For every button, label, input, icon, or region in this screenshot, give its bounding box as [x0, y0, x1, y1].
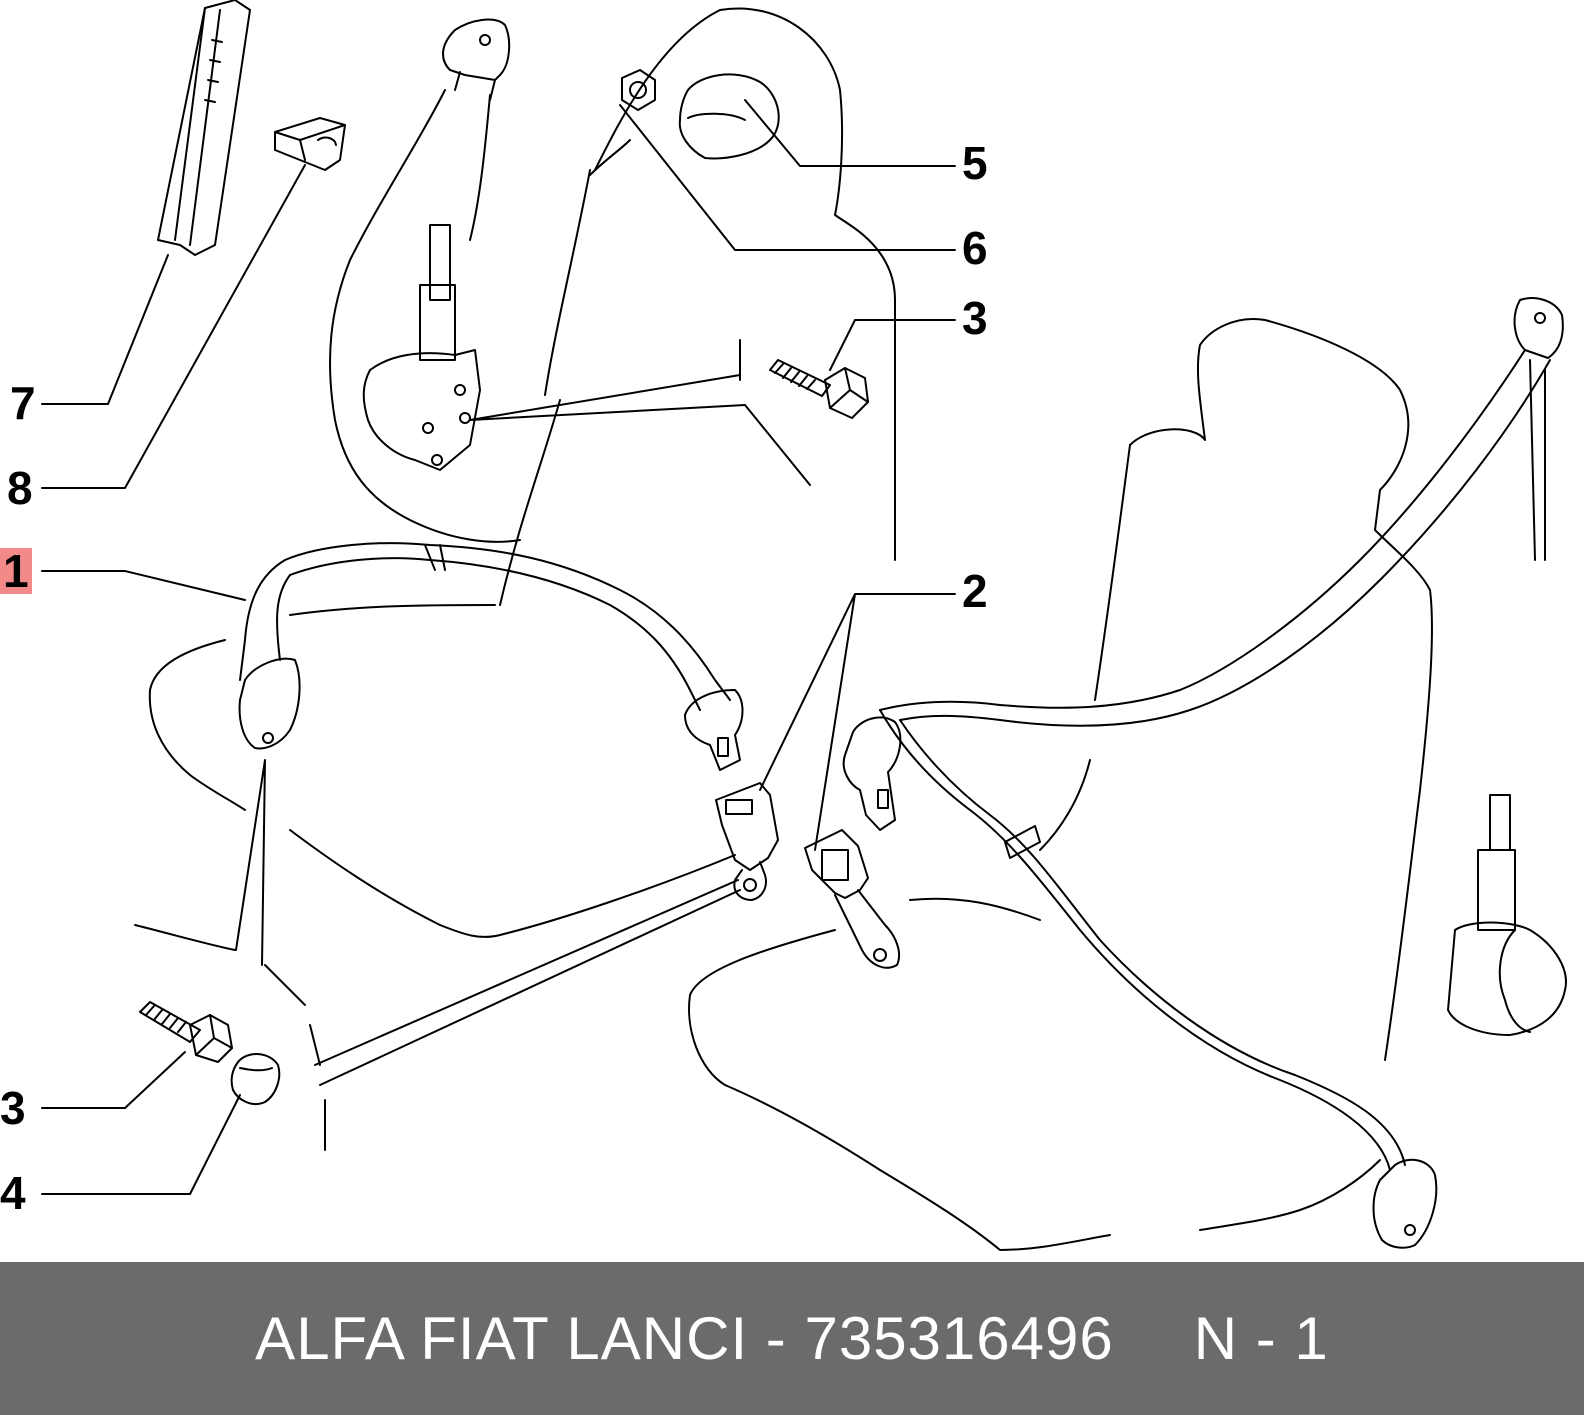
part-3-bolt-right — [769, 359, 869, 419]
part-4-cap — [230, 1053, 281, 1106]
callout-5: 5 — [962, 137, 988, 189]
footer-bar: ALFA FIAT LANCI - 735316496 N - 1 — [0, 1262, 1584, 1415]
callout-3-left: 3 — [0, 1082, 26, 1134]
part-7-trim-strip — [157, 0, 251, 256]
part-6-nut — [621, 69, 656, 111]
parts-diagram: 7 8 1 3 4 5 6 3 2 — [0, 0, 1567, 1251]
right-seat-outline — [688, 318, 1433, 1251]
footer-separator: - — [765, 1305, 787, 1372]
callout-4: 4 — [0, 1167, 26, 1219]
right-belt — [842, 297, 1567, 1249]
footer-position: N - 1 — [1193, 1305, 1329, 1372]
leader-lines — [41, 99, 956, 1195]
callout-2: 2 — [962, 565, 988, 617]
left-retractor — [329, 18, 521, 543]
callout-8: 8 — [7, 462, 33, 514]
footer-part-number: 735316496 — [804, 1305, 1114, 1372]
center-buckles — [715, 782, 901, 969]
callout-7: 7 — [10, 377, 36, 429]
callout-1[interactable]: 1 — [0, 548, 32, 594]
part-3-bolt-left — [139, 1001, 233, 1063]
callout-3-right: 3 — [962, 292, 988, 344]
callout-6: 6 — [962, 222, 988, 274]
part-8-clip — [274, 117, 346, 171]
part-5-cap — [678, 73, 780, 160]
left-seat-outline — [134, 7, 896, 1151]
footer-brand: ALFA FIAT LANCI — [255, 1305, 749, 1372]
left-belt — [238, 542, 744, 771]
